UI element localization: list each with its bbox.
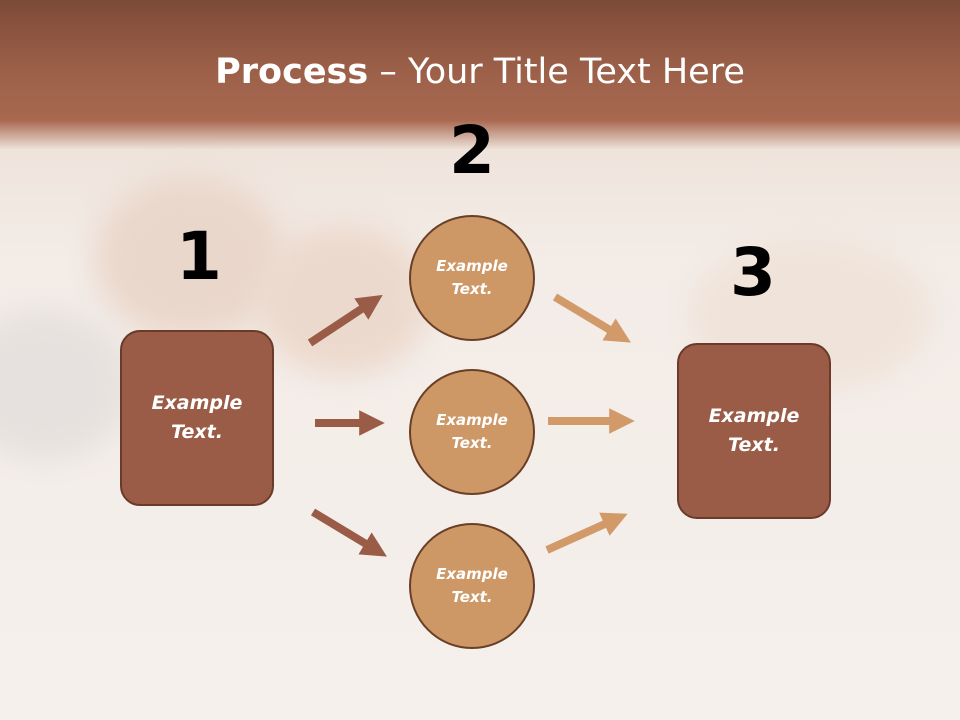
step-number-1: 1 <box>176 218 222 295</box>
step-1-box: Example Text. <box>120 330 274 506</box>
step-number-3: 3 <box>730 234 776 311</box>
arrow-to-circle-top <box>307 294 383 347</box>
step-2-circle-middle: Example Text. <box>409 369 535 495</box>
step-2-circle-top: Example Text. <box>409 215 535 341</box>
step-3-box: Example Text. <box>677 343 831 519</box>
step-2-circle-bottom: Example Text. <box>409 523 535 649</box>
background-egg-shape <box>255 225 430 375</box>
background-egg-shape <box>95 175 285 340</box>
title-rest: – Your Title Text Here <box>368 52 745 92</box>
arrow-from-circle-top <box>552 293 631 343</box>
title-bold: Process <box>215 52 369 92</box>
arrow-to-circle-bottom <box>310 508 387 557</box>
circle-middle-text: Example Text. <box>436 411 508 452</box>
circle-top-text: Example Text. <box>436 257 508 298</box>
slide-title: Process – Your Title Text Here <box>0 52 960 92</box>
step-1-text: Example Text. <box>151 392 243 443</box>
step-number-2: 2 <box>449 112 495 189</box>
background-bowl-shape <box>0 310 130 460</box>
step-3-text: Example Text. <box>708 405 800 456</box>
arrow-from-circle-bottom <box>545 512 628 554</box>
circle-bottom-text: Example Text. <box>436 565 508 606</box>
